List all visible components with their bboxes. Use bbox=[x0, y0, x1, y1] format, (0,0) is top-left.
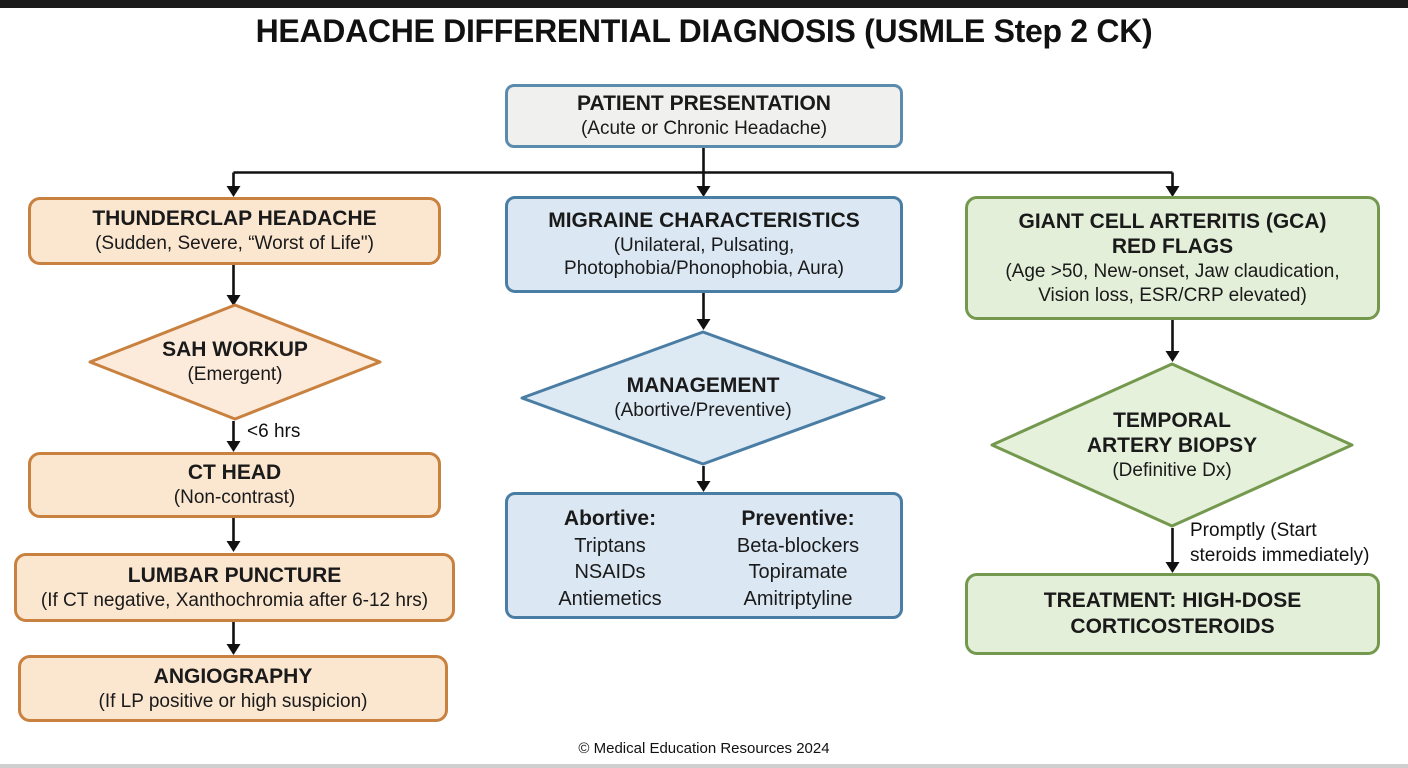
decision-sah-workup: SAH WORKUP (Emergent) bbox=[88, 303, 382, 421]
node-angiography: ANGIOGRAPHY (If LP positive or high susp… bbox=[18, 655, 448, 722]
column-header: Abortive: bbox=[563, 507, 657, 530]
node-gca-red-flags: GIANT CELL ARTERITIS (GCA) RED FLAGS (Ag… bbox=[965, 196, 1380, 320]
therapy-item: Antiemetics bbox=[558, 587, 662, 610]
therapy-item: Triptans bbox=[574, 534, 646, 557]
decision-title-line: TEMPORAL bbox=[1113, 408, 1231, 432]
decision-subtitle: (Definitive Dx) bbox=[1112, 459, 1232, 481]
node-subtitle-line: (Age >50, New-onset, Jaw claudication, bbox=[1005, 261, 1340, 283]
node-lumbar-puncture: LUMBAR PUNCTURE (If CT negative, Xanthoc… bbox=[14, 553, 455, 622]
node-title: PATIENT PRESENTATION bbox=[577, 92, 831, 116]
node-title-line: RED FLAGS bbox=[1111, 235, 1234, 259]
page-title: HEADACHE DIFFERENTIAL DIAGNOSIS (USMLE S… bbox=[255, 13, 1153, 49]
therapy-item: Topiramate bbox=[748, 561, 848, 584]
decision-subtitle: (Emergent) bbox=[187, 364, 283, 386]
decision-title: MANAGEMENT bbox=[626, 374, 780, 398]
node-subtitle: (Acute or Chronic Headache) bbox=[580, 118, 828, 140]
arrow-label-line: Promptly (Start bbox=[1190, 520, 1317, 541]
decision-subtitle: (Abortive/Preventive) bbox=[614, 400, 792, 422]
top-edge-artifact bbox=[0, 0, 1408, 8]
node-subtitle-line: Photophobia/Phonophobia, Aura) bbox=[564, 258, 844, 280]
node-title: ANGIOGRAPHY bbox=[153, 664, 313, 688]
decision-title: SAH WORKUP bbox=[162, 338, 308, 362]
node-title-line: TREATMENT: HIGH-DOSE bbox=[1043, 589, 1302, 613]
node-title: MIGRAINE CHARACTERISTICS bbox=[548, 209, 860, 233]
node-subtitle-line: (Unilateral, Pulsating, bbox=[613, 234, 795, 256]
node-treatment-corticosteroids: TREATMENT: HIGH-DOSE CORTICOSTEROIDS bbox=[965, 573, 1380, 655]
therapy-item: NSAIDs bbox=[574, 561, 646, 584]
abortive-column: Abortive: Triptans NSAIDs Antiemetics bbox=[516, 505, 704, 612]
node-title: CT HEAD bbox=[187, 461, 282, 485]
node-migraine-therapy: Abortive: Triptans NSAIDs Antiemetics Pr… bbox=[505, 492, 903, 619]
node-title: THUNDERCLAP HEADACHE bbox=[92, 207, 377, 231]
node-ct-head: CT HEAD (Non-contrast) bbox=[28, 452, 441, 518]
bottom-edge-artifact bbox=[0, 764, 1408, 768]
preventive-column: Preventive: Beta-blockers Topiramate Ami… bbox=[704, 505, 892, 612]
therapy-item: Amitriptyline bbox=[743, 587, 853, 610]
column-header: Preventive: bbox=[741, 507, 855, 530]
decision-management: MANAGEMENT (Abortive/Preventive) bbox=[520, 330, 886, 466]
copyright-text: © Medical Education Resources 2024 bbox=[578, 740, 830, 757]
diamond-shape bbox=[88, 303, 382, 421]
node-title-line: GIANT CELL ARTERITIS (GCA) bbox=[1018, 209, 1327, 233]
diamond-shape bbox=[520, 330, 886, 466]
node-subtitle: (If LP positive or high suspicion) bbox=[98, 690, 368, 712]
node-patient-presentation: PATIENT PRESENTATION (Acute or Chronic H… bbox=[505, 84, 903, 148]
node-thunderclap-headache: THUNDERCLAP HEADACHE (Sudden, Severe, “W… bbox=[28, 197, 441, 265]
node-subtitle: (If CT negative, Xanthochromia after 6-1… bbox=[40, 589, 429, 611]
therapy-item: Beta-blockers bbox=[736, 534, 860, 557]
arrow-label-promptly: Promptly (Start steroids immediately) bbox=[1190, 519, 1370, 568]
decision-title-line: ARTERY BIOPSY bbox=[1086, 434, 1258, 458]
node-subtitle-line: Vision loss, ESR/CRP elevated) bbox=[1038, 284, 1307, 306]
arrow-label-under-6hrs: <6 hrs bbox=[247, 421, 301, 442]
diamond-shape bbox=[990, 362, 1354, 528]
node-title-line: CORTICOSTEROIDS bbox=[1070, 615, 1275, 638]
decision-temporal-artery-biopsy: TEMPORAL ARTERY BIOPSY (Definitive Dx) bbox=[990, 362, 1354, 528]
node-migraine-characteristics: MIGRAINE CHARACTERISTICS (Unilateral, Pu… bbox=[505, 196, 903, 293]
node-title: LUMBAR PUNCTURE bbox=[127, 563, 342, 587]
node-subtitle: (Sudden, Severe, “Worst of Life") bbox=[95, 233, 374, 255]
node-subtitle: (Non-contrast) bbox=[173, 487, 296, 509]
arrow-label-line: steroids immediately) bbox=[1190, 544, 1370, 566]
